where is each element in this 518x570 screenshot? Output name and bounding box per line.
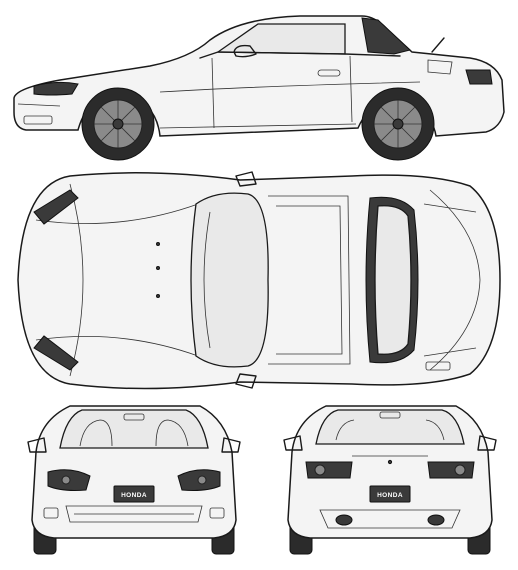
front-view: HONDA [27,405,241,555]
front-plate-text: HONDA [121,492,147,499]
top-view [17,171,501,390]
rear-view: HONDA [283,405,497,555]
side-view [13,15,505,161]
rear-plate-text: HONDA [377,492,403,499]
rear-plate [369,485,411,503]
front-plate [113,485,155,503]
